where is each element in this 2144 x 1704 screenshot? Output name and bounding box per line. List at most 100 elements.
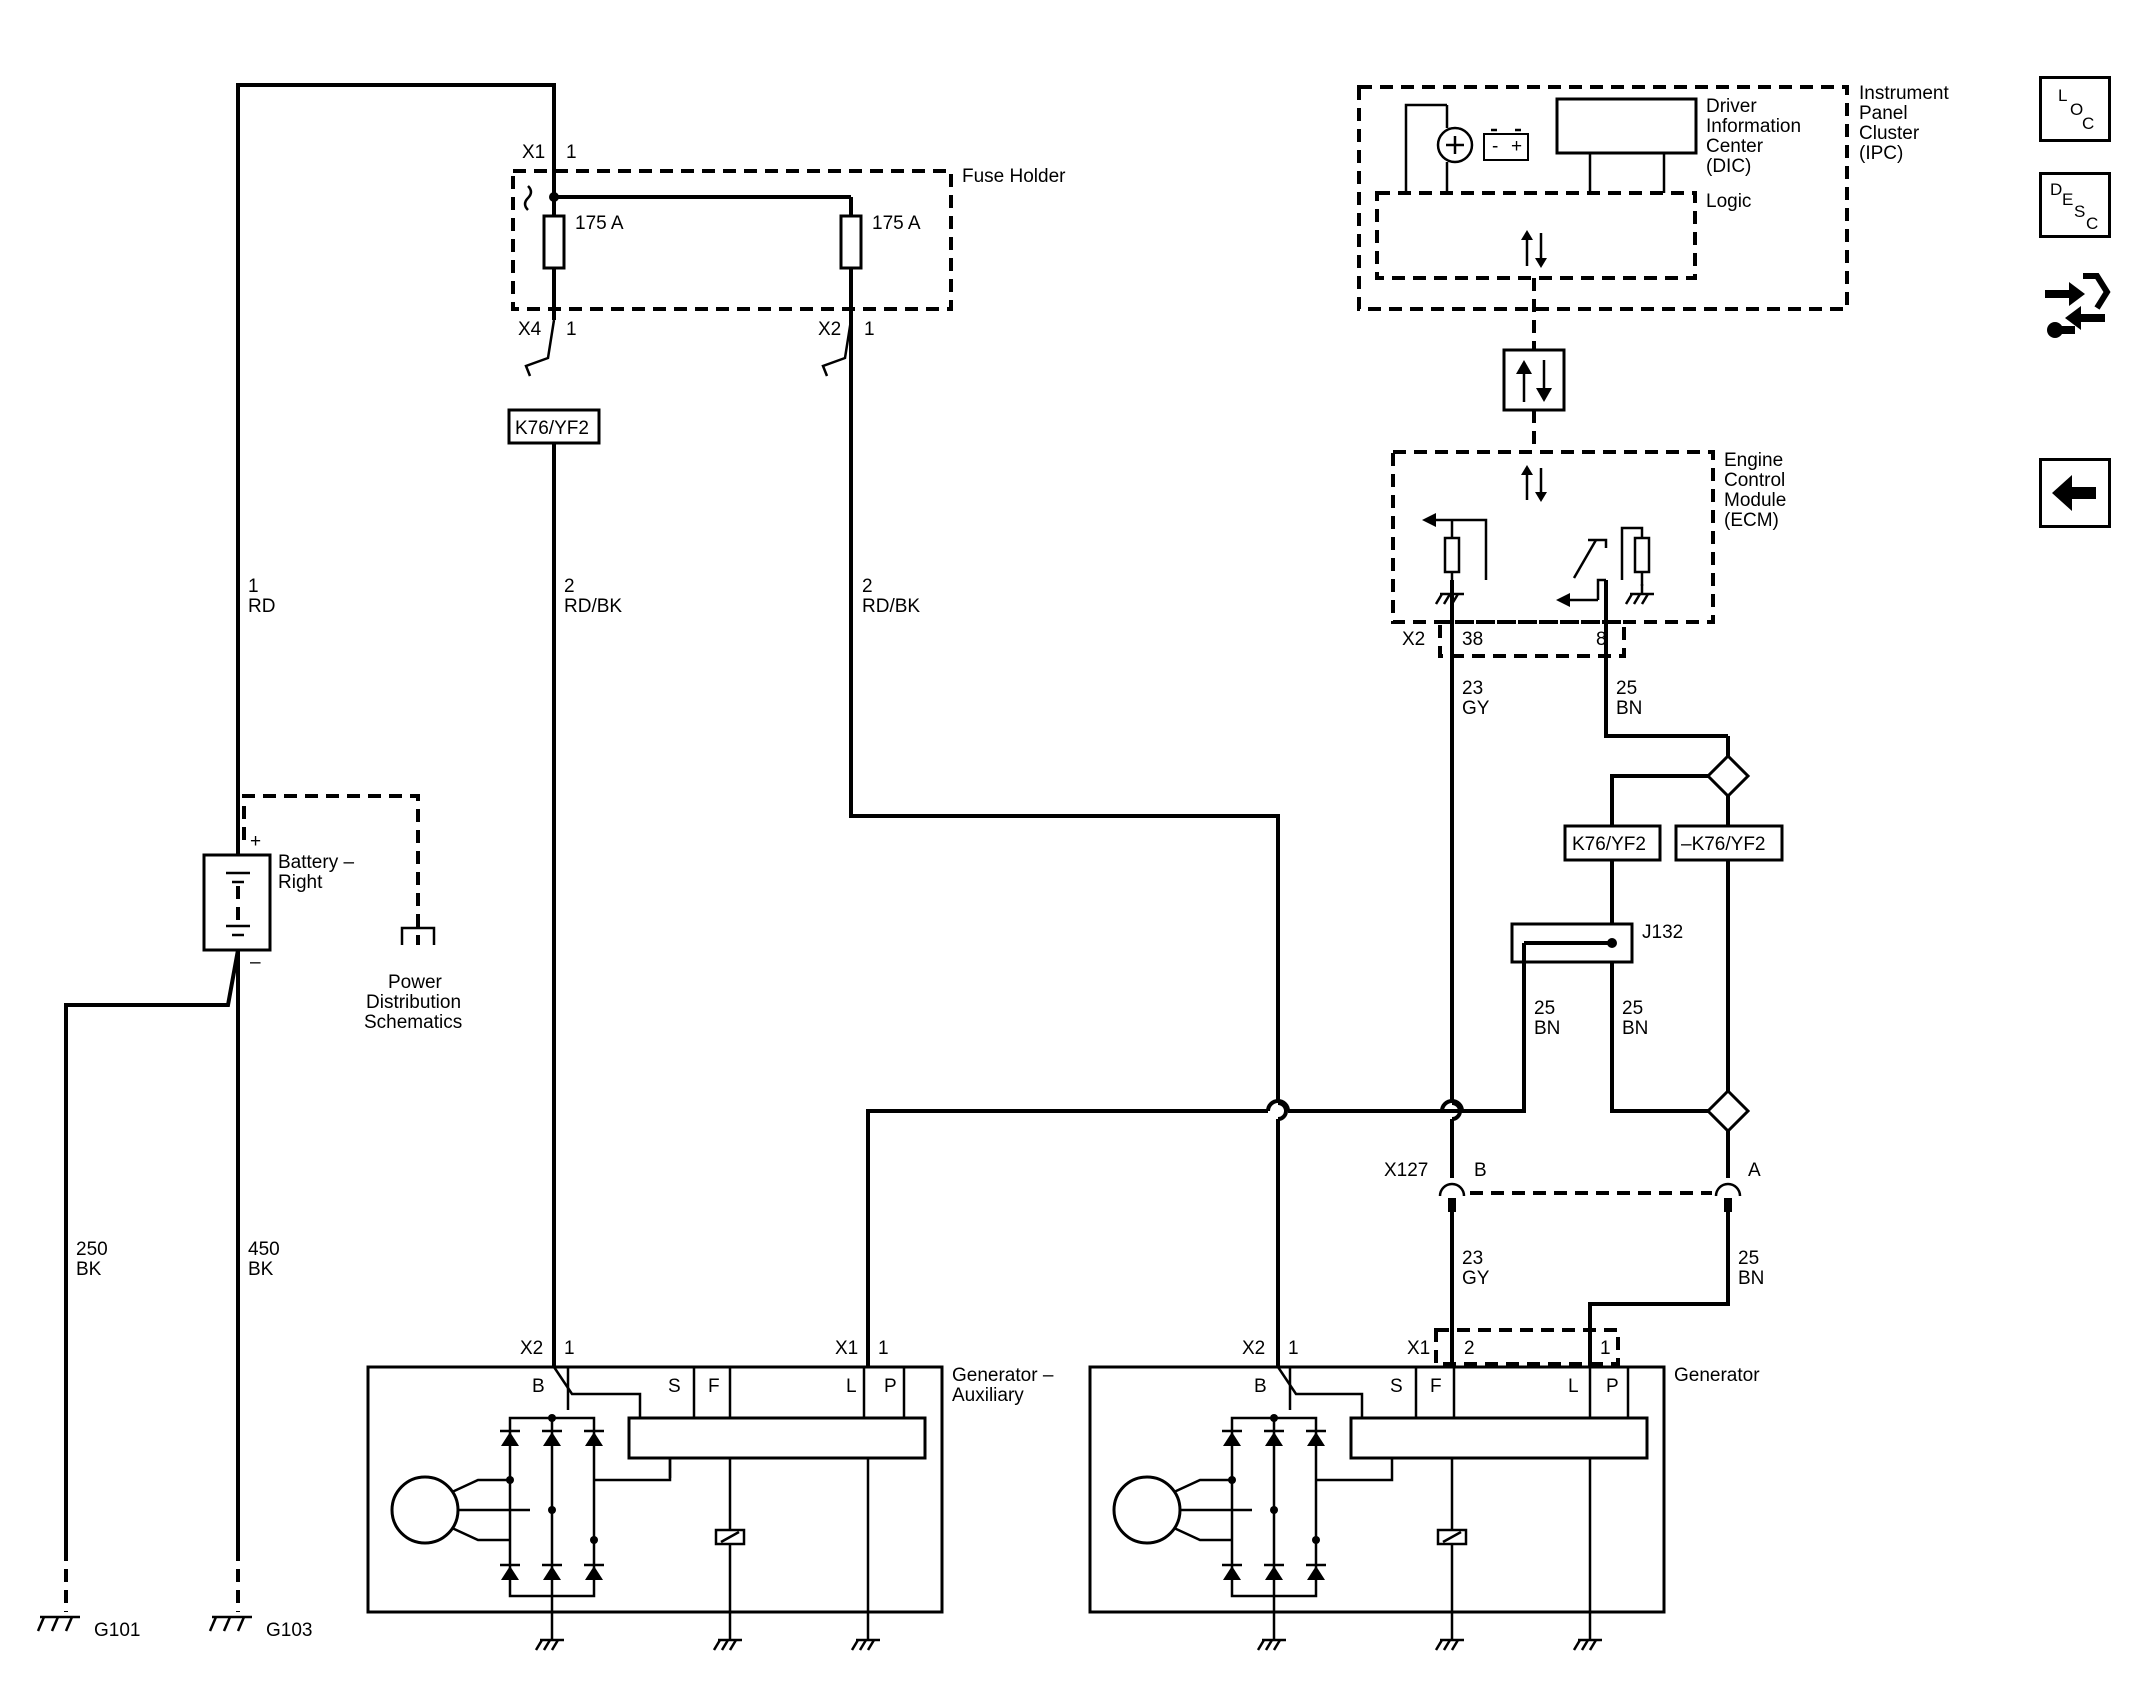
wire-250-number: 250	[76, 1239, 108, 1260]
g-terminal-l: L	[1568, 1376, 1579, 1397]
x127-pin-a: A	[1748, 1160, 1761, 1181]
aux-gen-feed: K76/YF2 2 RD/BK	[507, 408, 622, 1367]
option-split-diamond-top	[1705, 753, 1751, 799]
wire-23b-color: GY	[1462, 1268, 1490, 1289]
aux-gen-l-wire	[866, 1099, 1442, 1367]
dic-label-2: Information	[1706, 116, 1801, 137]
ecm-label-1: Engine	[1724, 450, 1783, 471]
wire-25d-color: BN	[1738, 1268, 1764, 1289]
description-button[interactable]: D E S C	[2039, 172, 2111, 238]
ipc-data-arrows-icon	[1521, 230, 1547, 268]
power-dist-label-1: Power	[388, 972, 443, 993]
ground-g101-icon	[36, 1615, 82, 1633]
g-terminal-f: F	[1430, 1376, 1442, 1397]
engine-control-module: Engine Control Module (ECM) X2 38 8	[1391, 450, 1786, 658]
gen-aux-label-2: Auxiliary	[952, 1385, 1024, 1406]
desc-letter-c: C	[2086, 214, 2098, 233]
ground-g103-label: G103	[266, 1620, 312, 1641]
connector-end-view-icon[interactable]	[2039, 266, 2111, 342]
wire-2b-number: 2	[862, 576, 873, 597]
instrument-panel-cluster: - + Driver Information Center (DIC) Logi…	[1357, 83, 1949, 311]
ground-g101-label: G101	[94, 1620, 140, 1641]
battery-symbol-icon	[1483, 133, 1529, 161]
svg-text:-: -	[1492, 136, 1498, 157]
power-distribution-ref	[400, 926, 436, 945]
power-dist-label-2: Distribution	[366, 992, 461, 1013]
option-label-2: K76/YF2	[1572, 834, 1646, 855]
g-x1-pin-1: 1	[1600, 1338, 1611, 1359]
ecm-data-arrows-icon	[1521, 465, 1547, 502]
ecm-x2-label: X2	[1402, 629, 1425, 650]
ga-regulator	[627, 1416, 927, 1460]
fuse-holder: Fuse Holder 175 A 175 A X1 1 X4 1 X2 1	[511, 142, 1066, 377]
g-terminal-b: B	[1254, 1376, 1267, 1397]
splice-j132-label: J132	[1642, 922, 1683, 943]
ga-terminal-b: B	[532, 1376, 545, 1397]
battery-minus-label: –	[250, 952, 261, 973]
option-split-diamond-bottom	[1705, 1088, 1751, 1134]
ga-terminal-f: F	[708, 1376, 720, 1397]
wire-25b-color: BN	[1534, 1018, 1560, 1039]
generator-auxiliary: X2 1 X1 1 Generator – Auxiliary B S F L …	[366, 1338, 1054, 1652]
g-terminal-s: S	[1390, 1376, 1403, 1397]
loc-letter-l: L	[2058, 86, 2067, 105]
loc-letter-c: C	[2082, 114, 2094, 133]
x127-pin-b: B	[1474, 1160, 1487, 1181]
wire-23b-number: 23	[1462, 1248, 1483, 1269]
g-stator-icon	[1112, 1475, 1182, 1545]
connector-x2-symbol	[821, 319, 853, 377]
fuse-rating-right: 175 A	[872, 213, 921, 234]
connector-x127: X127 B A	[1384, 1160, 1761, 1195]
battery-label-2: Right	[278, 872, 323, 893]
ecm-pin-8: 8	[1596, 629, 1607, 650]
wire-25a-number: 25	[1616, 678, 1637, 699]
connector-x1-symbol	[523, 185, 533, 211]
ecm-pin-38: 38	[1462, 629, 1483, 650]
fh-x2-label: X2	[818, 319, 841, 340]
wire-1-color: RD	[248, 596, 275, 617]
ipc-label-3: Cluster	[1859, 123, 1920, 144]
svg-text:+: +	[1511, 136, 1522, 157]
ga-stator-icon	[390, 1475, 460, 1545]
gy-wire-23: 23 GY 23 GY	[1438, 580, 1490, 1367]
wire-2b-color: RD/BK	[862, 596, 920, 617]
fuse-175a-right	[839, 214, 863, 270]
battery-right: + – Battery – Right Power Distribution S…	[202, 794, 462, 1033]
wire-450-number: 450	[248, 1239, 280, 1260]
ecm-label-3: Module	[1724, 490, 1786, 511]
battery-label-1: Battery –	[278, 852, 354, 873]
g-x1-pin-2: 2	[1464, 1338, 1475, 1359]
fuse-holder-label: Fuse Holder	[962, 166, 1066, 187]
back-button[interactable]	[2039, 458, 2111, 528]
desc-letter-e: E	[2062, 190, 2073, 209]
dic-label-1: Driver	[1706, 96, 1757, 117]
option-not-k76-yf2	[1674, 824, 1784, 862]
ga-terminal-p: P	[884, 1376, 897, 1397]
wire-25a-color: BN	[1616, 698, 1642, 719]
ecm-label-2: Control	[1724, 470, 1785, 491]
battery-ground-wires: G101 G103 250 BK 450 BK	[36, 949, 312, 1641]
wire-1-number: 1	[248, 576, 259, 597]
wire-25c-number: 25	[1622, 998, 1643, 1019]
dic-display	[1555, 97, 1698, 155]
fh-x1-pin: 1	[566, 142, 577, 163]
option-k76-yf2-splice	[1563, 824, 1662, 862]
wire-25c-color: BN	[1622, 1018, 1648, 1039]
g-x2-pin: 1	[1288, 1338, 1299, 1359]
wire-450-color: BK	[248, 1259, 274, 1280]
ipc-label-1: Instrument	[1859, 83, 1949, 104]
fh-x1-label: X1	[522, 142, 545, 163]
x127-label: X127	[1384, 1160, 1428, 1181]
fh-x2-pin: 1	[864, 319, 875, 340]
wire-23a-color: GY	[1462, 698, 1490, 719]
ga-x2-label: X2	[520, 1338, 543, 1359]
serial-data-link	[1502, 278, 1566, 452]
logic-label: Logic	[1706, 191, 1751, 212]
desc-letter-s: S	[2074, 202, 2085, 221]
connector-x4-symbol	[524, 319, 556, 377]
main-gen-feed: 2 RD/BK	[849, 320, 1288, 1367]
battery-plus-label: +	[250, 831, 261, 852]
location-button[interactable]: L O C	[2039, 76, 2111, 142]
battery-feed-wire: 1 RD	[236, 83, 556, 855]
